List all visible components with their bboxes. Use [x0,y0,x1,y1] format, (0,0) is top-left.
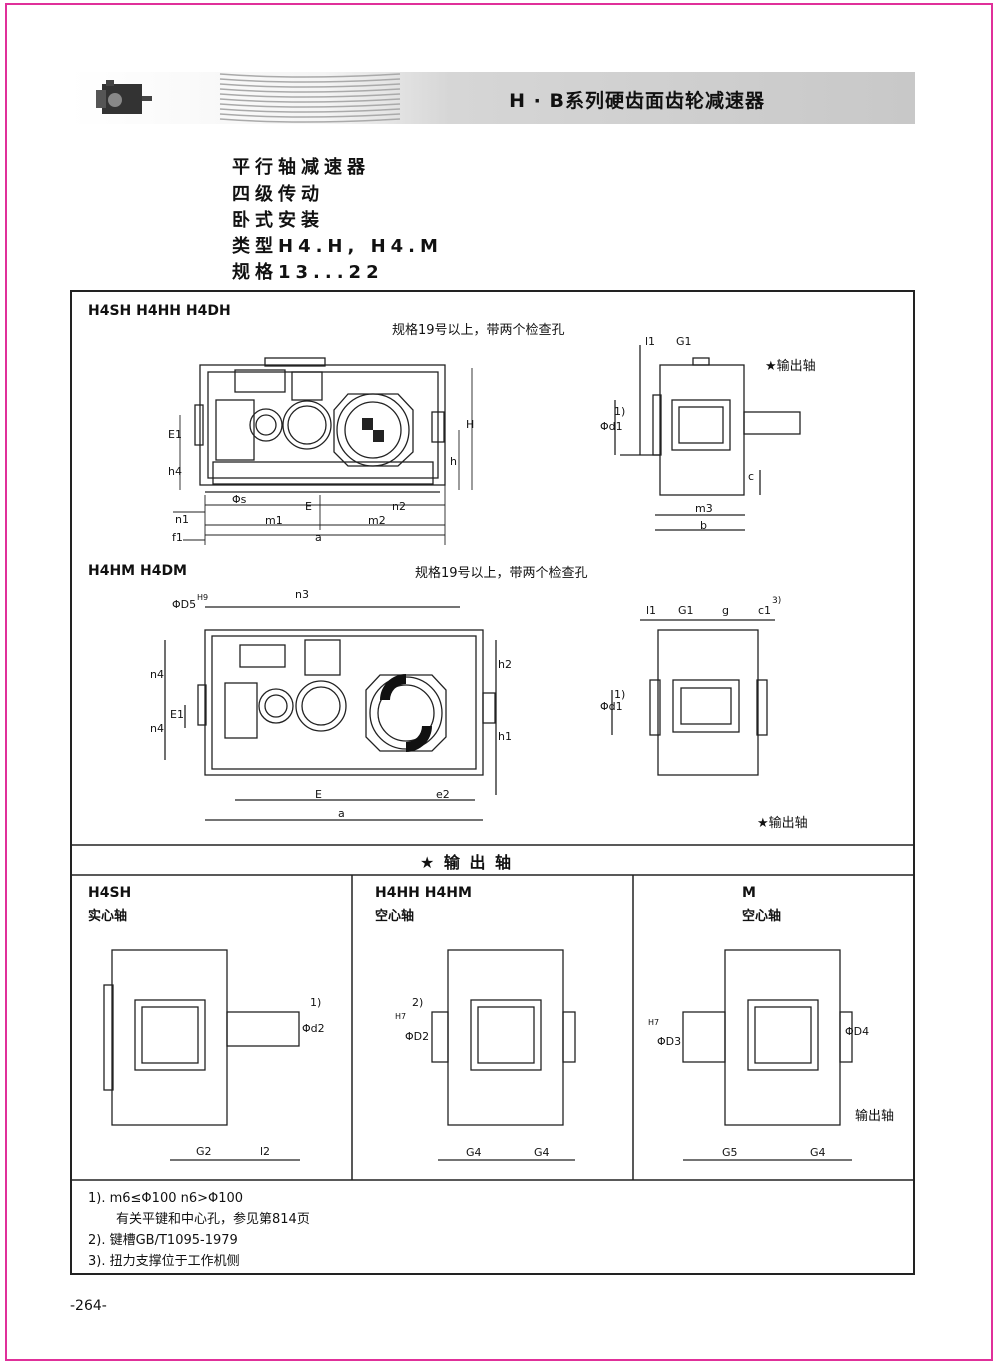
page-title: H · B系列硬齿面齿轮减速器 [509,90,765,112]
dim-note-3: 3) [772,596,782,606]
dim-c: c [748,470,755,483]
col3-sub: 空心轴 [742,909,782,924]
dim-n4-upper: n4 [150,668,164,681]
bottom-view-2 [431,949,576,1161]
dim-g: g [722,604,729,617]
dim-h4: h4 [168,465,182,478]
dim-G1: G1 [676,335,692,348]
mid-front-view [164,606,497,821]
bottom-view-3 [682,949,853,1161]
dim-H: H [466,418,475,431]
dim-a: a [315,531,322,544]
dim-E1: E1 [168,428,182,441]
output-section-title: ★ 输 出 轴 [420,853,514,872]
dim-H9: H9 [197,593,209,602]
top-output-shaft-label: ★输出轴 [765,359,816,374]
col2-dim-phi-D2: ΦD2 [405,1030,430,1043]
dim-mid-E: E [315,788,322,801]
col2-dim-note2: 2) [412,996,424,1009]
col1-dim-note1: 1) [310,996,322,1009]
footnote-2: 2). 键槽GB/T1095-1979 [88,1233,238,1248]
dim-mid-phi-d1: Φd1 [600,700,623,713]
dim-e2: e2 [436,788,450,801]
col3-dim-phi-D4: ΦD4 [845,1025,870,1038]
dim-n3: n3 [295,588,309,601]
dim-h2: h2 [498,658,512,671]
mid-output-shaft-label: ★输出轴 [757,816,808,831]
spec-line-5: 规格13...22 [232,262,384,283]
dim-mid-note-1: 1) [614,688,626,701]
dim-h1: h1 [498,730,512,743]
dim-phi-d1: Φd1 [600,420,623,433]
page-number: -264- [70,1298,107,1314]
spec-line-4: 类型H4.H, H4.M [232,236,443,257]
top-model-label: H4SH H4HH H4DH [88,303,231,319]
col2-dim-H7: H7 [395,1012,407,1021]
dim-mid-l1: l1 [646,604,657,617]
col3-dim-phi-D3: ΦD3 [657,1035,682,1048]
col1-dim-G2: G2 [196,1145,212,1158]
dim-m1: m1 [265,514,283,527]
dim-mid-G1: G1 [678,604,694,617]
bottom-view-1 [103,949,300,1161]
col2-dim-G4b: G4 [534,1146,550,1159]
dim-b: b [700,519,707,532]
top-front-view [194,357,446,493]
col2-label: H4HH H4HM [375,885,472,901]
mid-model-label: H4HM H4DM [88,563,187,579]
footnote-1b: 有关平键和中心孔，参见第814页 [116,1212,310,1227]
mid-inspection-note: 规格19号以上，带两个检查孔 [415,566,588,581]
dim-mid-a: a [338,807,345,820]
top-side-view [614,345,801,531]
dim-m3: m3 [695,502,713,515]
dim-note-1: 1) [614,405,626,418]
col3-dim-H7: H7 [648,1018,660,1027]
col3-label: M [742,885,756,901]
drawing-box [70,290,915,1275]
col1-dim-l2: l2 [260,1145,271,1158]
footnote-1: 1). m6≤Φ100 n6>Φ100 [88,1191,244,1206]
dim-n2: n2 [392,500,406,513]
dim-f1: f1 [172,531,183,544]
dim-c1: c1 [758,604,772,617]
col3-dim-G5: G5 [722,1146,738,1159]
col3-dim-G4: G4 [810,1146,826,1159]
header-band: H · B系列硬齿面齿轮减速器 [70,72,915,124]
col2-dim-G4a: G4 [466,1146,482,1159]
header-decor-lines [96,73,401,123]
dim-h: h [450,455,457,468]
col1-dim-phi-d2: Φd2 [302,1022,325,1035]
dim-n1: n1 [175,513,189,526]
dim-n4-lower: n4 [150,722,164,735]
spec-line-3: 卧式安装 [232,210,324,231]
spec-line-1: 平行轴减速器 [232,157,370,178]
footnote-3: 3). 扭力支撑位于工作机侧 [88,1254,240,1269]
footnotes: 1). m6≤Φ100 n6>Φ100 有关平键和中心孔，参见第814页 2).… [88,1188,310,1272]
page-border [5,3,993,1361]
dim-l1: l1 [645,335,656,348]
col1-sub: 实心轴 [88,909,128,924]
dim-phi-D5: ΦD5 [172,598,197,611]
col3-output-shaft-callout: 输出轴 [855,1109,895,1124]
dim-mid-E1: E1 [170,708,184,721]
gear-reducer-image [96,80,152,114]
top-inspection-note: 规格19号以上，带两个检查孔 [392,323,565,338]
dim-E: E [305,500,312,513]
spec-line-2: 四级传动 [232,184,324,205]
col1-label: H4SH [88,885,132,901]
col2-sub: 空心轴 [375,909,415,924]
mid-side-view [611,619,775,776]
dim-m2: m2 [368,514,386,527]
dim-phi-s: Φs [232,493,247,506]
